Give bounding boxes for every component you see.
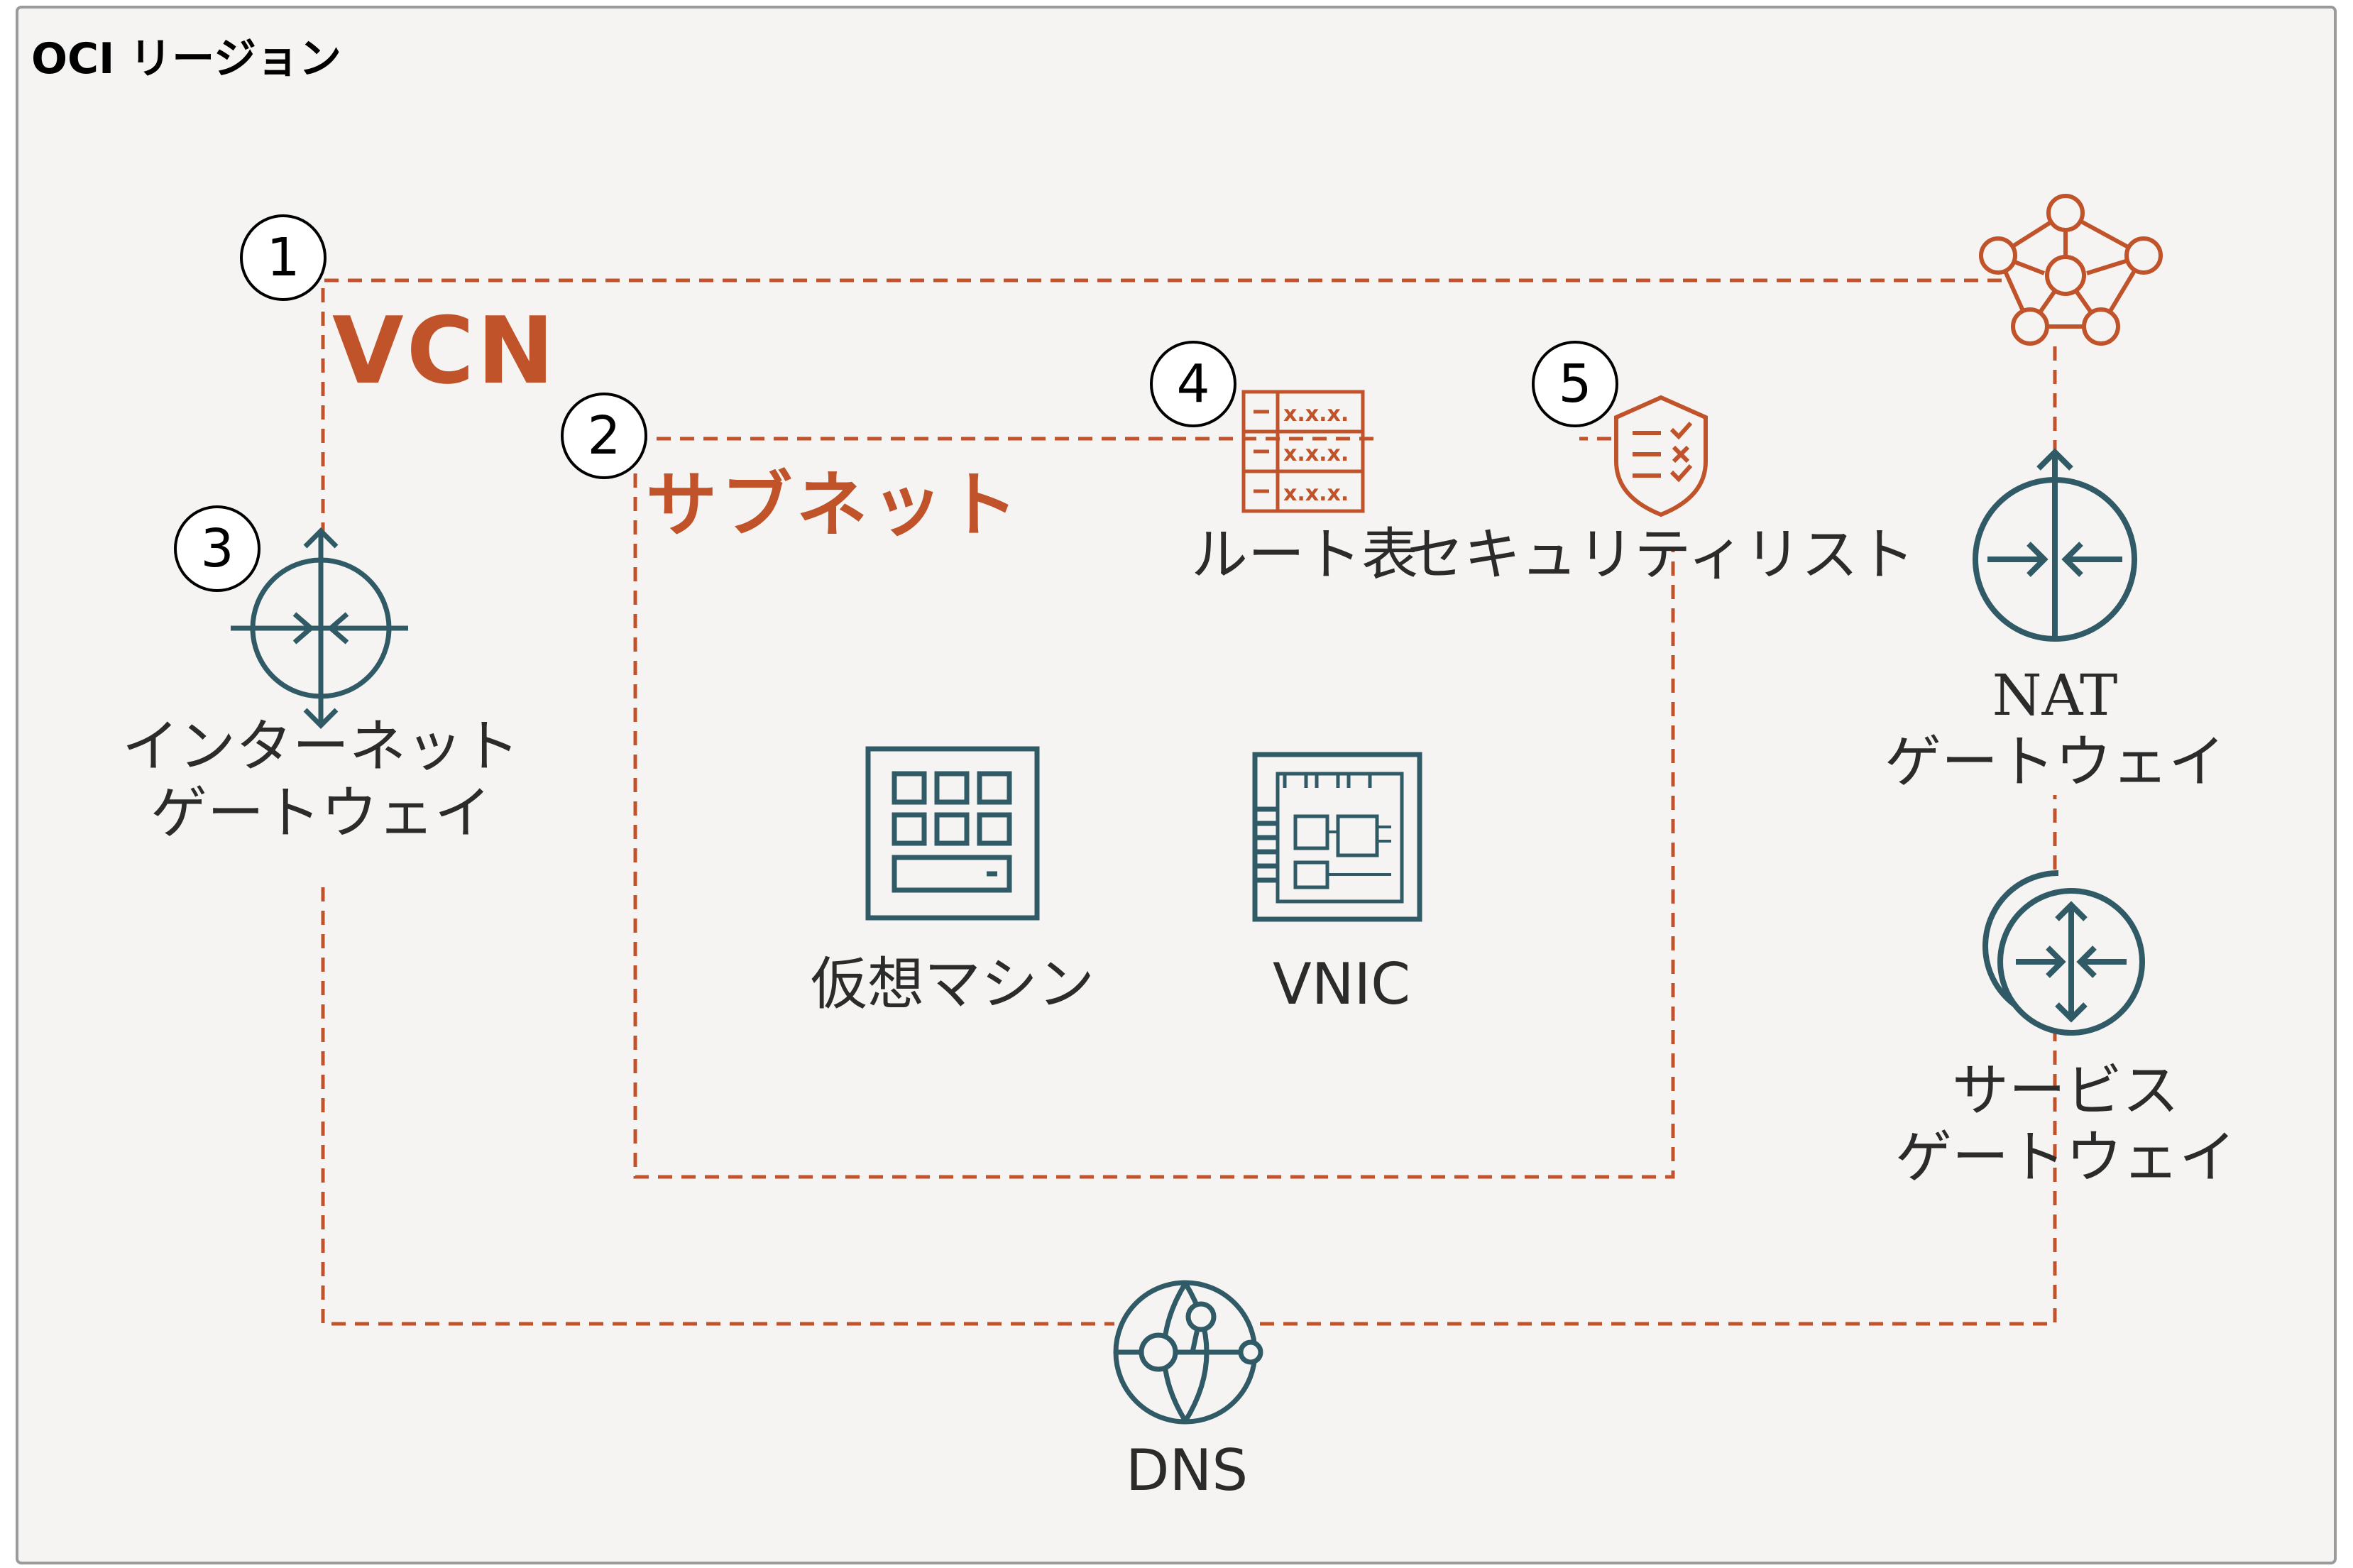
route-table-cell: x.x.x.	[1283, 442, 1349, 466]
route-table-label: ルート表	[1191, 522, 1418, 588]
service-gateway-label: サービス ゲートウェイ	[1895, 1058, 2236, 1192]
service-gateway-label-line2: ゲートウェイ	[1895, 1124, 2236, 1191]
internet-gateway-label-line2: ゲートウェイ	[150, 780, 491, 847]
route-table-icon	[1241, 390, 1365, 513]
marker-route-table: 4	[1150, 341, 1236, 427]
marker-vcn: 1	[240, 214, 327, 301]
route-table-cells: x.x.x. x.x.x. x.x.x.	[1283, 402, 1349, 506]
security-list-label: セキュリティリスト	[1407, 522, 1915, 588]
internet-gateway-label-line1: インターネット	[122, 713, 520, 779]
vnic-label: VNIC	[1272, 951, 1411, 1017]
internet-gateway-label: インターネット ゲートウェイ	[122, 713, 520, 848]
vnic-card-icon	[1252, 752, 1422, 922]
internet-gateway-icon	[231, 527, 408, 729]
subnet-label: サブネット	[646, 464, 1022, 547]
vcn-label: VCN	[332, 297, 557, 405]
route-table-cell: x.x.x.	[1283, 481, 1349, 506]
security-shield-icon	[1614, 395, 1708, 517]
vcn-network-icon	[1979, 194, 2163, 346]
dns-globe-icon	[1113, 1280, 1263, 1425]
marker-security-list: 5	[1532, 341, 1618, 427]
marker-internet-gateway: 3	[174, 505, 260, 592]
nat-gateway-icon	[1973, 448, 2137, 642]
route-table-cell: x.x.x.	[1283, 402, 1349, 427]
nat-gateway-label-line2: ゲートウェイ	[1885, 729, 2225, 796]
nat-gateway-label: NAT ゲートウェイ	[1885, 662, 2225, 796]
marker-subnet: 2	[561, 393, 647, 479]
virtual-machine-icon	[865, 746, 1040, 921]
region-title: OCI リージョン	[31, 34, 342, 84]
service-gateway-label-line1: サービス	[1952, 1058, 2179, 1124]
virtual-machine-label: 仮想マシン	[811, 951, 1095, 1017]
vcn-boundary	[321, 278, 2057, 1326]
dns-label: DNS	[1125, 1437, 1249, 1503]
nat-gateway-label-line1: NAT	[1992, 662, 2118, 728]
service-gateway-icon	[1982, 870, 2145, 1036]
subnet-boundary	[633, 437, 1675, 1179]
